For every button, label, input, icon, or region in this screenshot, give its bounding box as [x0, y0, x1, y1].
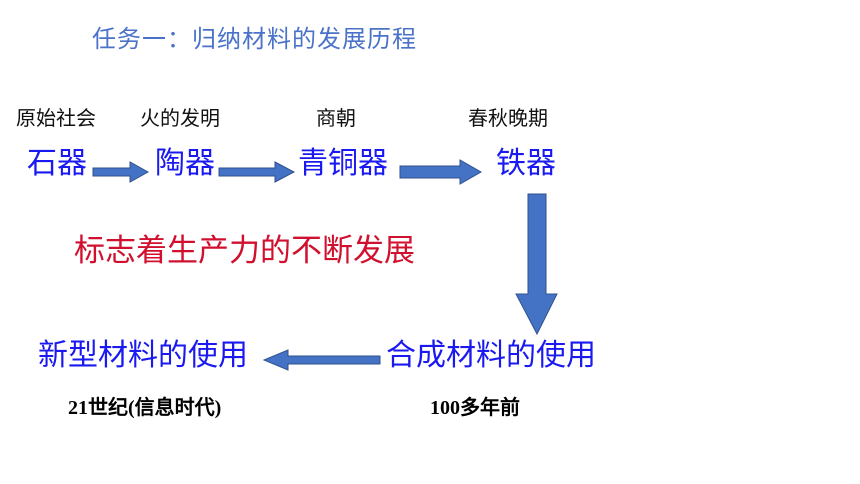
page-title: 任务一：归纳材料的发展历程 [92, 25, 417, 53]
material-iron: 铁器 [496, 146, 556, 181]
significance-text: 标志着生产力的不断发展 [74, 233, 415, 269]
era-label-shang-dynasty: 商朝 [316, 106, 356, 130]
era-label-late-spring-autumn: 春秋晚期 [468, 106, 548, 130]
era-label-primitive-society: 原始社会 [16, 106, 96, 130]
arrow-pottery-to-bronze [218, 161, 296, 183]
arrow-iron-to-synthetic [515, 193, 558, 336]
material-stone: 石器 [27, 146, 87, 181]
material-bronze: 青铜器 [298, 146, 388, 181]
time-label-new-type: 21世纪(信息时代) [68, 397, 222, 419]
material-pottery: 陶器 [155, 146, 215, 181]
arrow-stone-to-pottery [92, 161, 150, 183]
arrow-synthetic-to-new-type [262, 349, 381, 371]
arrow-bronze-to-iron [399, 159, 483, 185]
material-new-type: 新型材料的使用 [38, 338, 248, 373]
material-synthetic: 合成材料的使用 [386, 338, 596, 373]
era-label-fire-invention: 火的发明 [140, 106, 220, 130]
time-label-synthetic: 100多年前 [430, 397, 520, 419]
